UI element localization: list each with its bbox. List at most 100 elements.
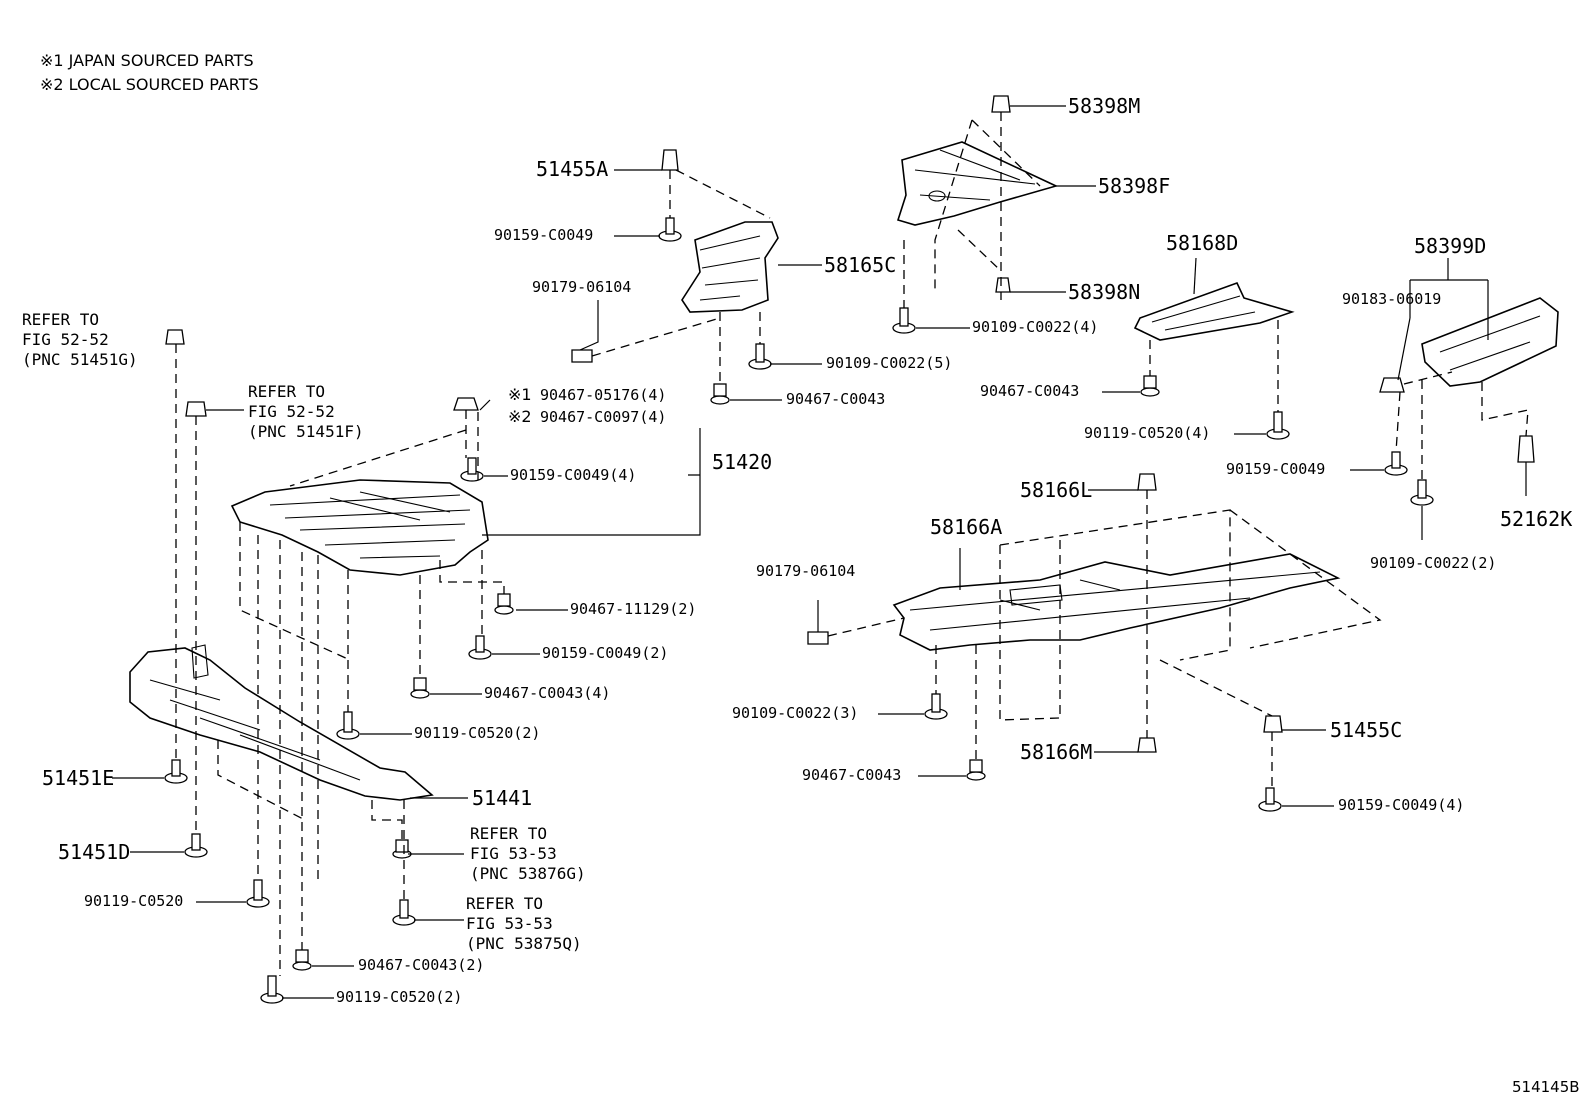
- fastener-51455C: [1263, 715, 1283, 733]
- fastener-58398M: [991, 95, 1011, 113]
- fastener-90109-3: [924, 693, 948, 720]
- label-90119-4: 90119-C0520(4): [1084, 424, 1210, 442]
- part-58165C: [681, 221, 779, 313]
- fastener-58398N: [995, 277, 1011, 293]
- label-58166L: 58166L: [1020, 478, 1092, 502]
- label-90119-2b: 90119-C0520(2): [336, 988, 462, 1006]
- label-90467-c0043-a: 90467-C0043: [786, 390, 885, 408]
- part-58166A: [892, 553, 1341, 651]
- refer-to-51451F: REFER TO FIG 52-52 (PNC 51451F): [248, 382, 364, 441]
- fastener-90467-c0043-a: [710, 383, 730, 405]
- figure-id: 514145B: [1512, 1078, 1580, 1096]
- svg-text:(PNC 51451F): (PNC 51451F): [248, 422, 364, 441]
- label-51451E: 51451E: [42, 766, 114, 790]
- fastener-90159-4b: [1258, 787, 1282, 812]
- fastener-90159-4a: [460, 457, 484, 482]
- fastener-90119-2b: [260, 975, 284, 1004]
- refer-to-53875Q: REFER TO FIG 53-53 (PNC 53875Q): [466, 894, 582, 953]
- fastener-52162K: [1517, 435, 1535, 463]
- mark-local-sourced: ※2: [508, 407, 532, 426]
- svg-text:REFER TO: REFER TO: [248, 382, 325, 401]
- fastener-90467-c0043-4: [410, 677, 430, 699]
- label-51455C: 51455C: [1330, 718, 1402, 742]
- fastener-53875Q: [392, 899, 416, 926]
- fastener-90119-c0520: [246, 879, 270, 908]
- fastener-90119-4: [1266, 411, 1290, 440]
- leader-lines: [112, 105, 1527, 999]
- fastener-90183: [1379, 377, 1405, 393]
- fastener-90109-2: [1410, 479, 1434, 506]
- refer-to-51451G: REFER TO FIG 52-52 (PNC 51451G): [22, 310, 138, 369]
- fastener-51455A: [661, 149, 679, 171]
- fastener-90467-c0043-c: [966, 759, 986, 781]
- label-58398M: 58398M: [1068, 94, 1140, 118]
- svg-text:FIG 53-53: FIG 53-53: [470, 844, 557, 863]
- label-90467-c0097: 90467-C0097(4): [540, 408, 666, 426]
- fastener-53876G: [392, 839, 412, 859]
- fastener-58166L: [1137, 473, 1157, 491]
- svg-text:FIG 53-53: FIG 53-53: [466, 914, 553, 933]
- fastener-90467-05176: [453, 397, 479, 411]
- svg-text:FIG 52-52: FIG 52-52: [248, 402, 335, 421]
- label-90183: 90183-06019: [1342, 290, 1441, 308]
- note-local-sourced: ※2 LOCAL SOURCED PARTS: [40, 75, 259, 94]
- label-51455A: 51455A: [536, 157, 608, 181]
- fastener-58166M: [1137, 737, 1157, 753]
- fastener-90109-5: [748, 343, 772, 370]
- fastener-90159-2: [468, 635, 492, 660]
- label-58166M: 58166M: [1020, 740, 1092, 764]
- part-58168D: [1133, 281, 1295, 341]
- label-90119-c0520: 90119-C0520: [84, 892, 183, 910]
- part-51441: [129, 644, 434, 801]
- label-90109-5: 90109-C0022(5): [826, 354, 952, 372]
- label-90159-4a: 90159-C0049(4): [510, 466, 636, 484]
- note-japan-sourced: ※1 JAPAN SOURCED PARTS: [40, 51, 254, 70]
- label-90179-top: 90179-06104: [532, 278, 631, 296]
- label-58165C: 58165C: [824, 253, 896, 277]
- label-90467-c0043-4: 90467-C0043(4): [484, 684, 610, 702]
- label-90467-05176: 90467-05176(4): [540, 386, 666, 404]
- label-58398N: 58398N: [1068, 280, 1140, 304]
- label-51451D: 51451D: [58, 840, 130, 864]
- fastener-90119-2a: [336, 711, 360, 740]
- label-90109-4: 90109-C0022(4): [972, 318, 1098, 336]
- label-90119-2a: 90119-C0520(2): [414, 724, 540, 742]
- fastener-90467-11129: [494, 593, 514, 615]
- mark-japan-sourced: ※1: [508, 385, 532, 404]
- svg-text:REFER TO: REFER TO: [470, 824, 547, 843]
- fastener-90467-c0043-b: [1140, 375, 1160, 397]
- label-58166A: 58166A: [930, 515, 1002, 539]
- label-90109-2: 90109-C0022(2): [1370, 554, 1496, 572]
- label-51420: 51420: [712, 450, 772, 474]
- fastener-90467-c0043-2: [292, 949, 312, 971]
- part-58398F: [896, 141, 1059, 226]
- fastener-51451E: [164, 759, 188, 784]
- refer-to-53876G: REFER TO FIG 53-53 (PNC 53876G): [470, 824, 586, 883]
- label-90467-11129: 90467-11129(2): [570, 600, 696, 618]
- fastener-90179-top: [571, 349, 593, 363]
- label-90467-c0043-b: 90467-C0043: [980, 382, 1079, 400]
- svg-text:FIG 52-52: FIG 52-52: [22, 330, 109, 349]
- label-90159-c0049-top: 90159-C0049: [494, 226, 593, 244]
- label-90109-3: 90109-C0022(3): [732, 704, 858, 722]
- label-90159-c0049-right: 90159-C0049: [1226, 460, 1325, 478]
- svg-text:REFER TO: REFER TO: [466, 894, 543, 913]
- assembly-dashed-lines: [175, 112, 1529, 976]
- label-58168D: 58168D: [1166, 231, 1238, 255]
- label-58399D: 58399D: [1414, 234, 1486, 258]
- fastener-90159-c0049-top: [658, 217, 682, 242]
- svg-text:(PNC 53876G): (PNC 53876G): [470, 864, 586, 883]
- label-90179-bottom: 90179-06104: [756, 562, 855, 580]
- label-58398F: 58398F: [1098, 174, 1170, 198]
- fastener-51451D: [184, 833, 208, 858]
- svg-text:(PNC 53875Q): (PNC 53875Q): [466, 934, 582, 953]
- svg-text:(PNC 51451G): (PNC 51451G): [22, 350, 138, 369]
- label-51441: 51441: [472, 786, 532, 810]
- label-90467-c0043-c: 90467-C0043: [802, 766, 901, 784]
- fastener-90159-c0049-right: [1384, 451, 1408, 476]
- fastener-51451G: [165, 329, 185, 345]
- fastener-90109-4: [892, 307, 916, 334]
- fastener-51451F: [185, 401, 207, 417]
- part-51420: [230, 479, 489, 576]
